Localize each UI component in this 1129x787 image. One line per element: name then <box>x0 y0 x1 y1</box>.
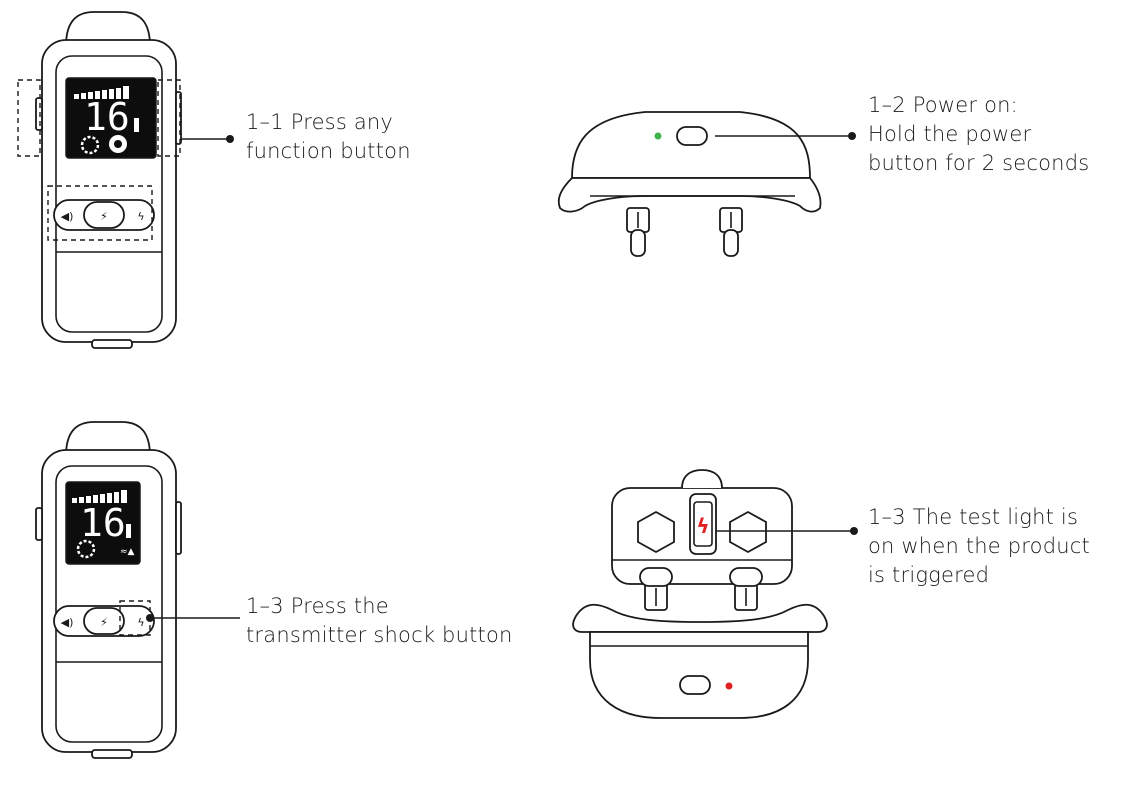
signal-icon: ≈▲ <box>120 547 135 557</box>
indicator-led <box>725 682 733 690</box>
gear-icon <box>76 539 96 559</box>
side-button-highlight-right <box>157 79 181 157</box>
collar-power-button <box>676 126 708 146</box>
caption-line: transmitter shock button <box>246 623 513 647</box>
lcd-display-value: 16 <box>80 501 126 545</box>
side-button-highlight-left <box>17 79 41 157</box>
front-buttons-highlight <box>47 185 153 241</box>
caption-line: button for 2 seconds <box>868 151 1090 175</box>
caption-line: 1–3 Press the <box>246 594 389 618</box>
remote-transmitter-bottom: 16 ≈▲ <box>35 421 182 759</box>
caption-1-3-test-light: 1–3 The test light is on when the produc… <box>868 503 1090 590</box>
lcd-display-value: 16 <box>84 95 130 139</box>
caption-line: 1–1 Press any <box>246 110 394 134</box>
remote-transmitter-top: 16 <box>35 11 182 349</box>
collar-power-button <box>679 675 711 695</box>
gear-icon <box>80 135 100 155</box>
shock-icon: ϟ <box>696 514 709 538</box>
caption-line: function button <box>246 139 411 163</box>
caption-line: is triggered <box>868 563 990 587</box>
function-button-bar <box>53 199 155 231</box>
function-button-bar <box>53 605 155 637</box>
collar-receiver-top <box>557 111 822 257</box>
caption-1-3-transmitter: 1–3 Press the transmitter shock button <box>246 592 513 650</box>
hexagon-contact <box>729 510 767 554</box>
collar-with-test-light: ϟ <box>572 469 828 719</box>
caption-line: Hold the power <box>868 122 1032 146</box>
caption-1-2: 1–2 Power on: Hold the power button for … <box>868 91 1089 178</box>
hexagon-contact <box>637 510 675 554</box>
caption-line: on when the product <box>868 534 1090 558</box>
caption-1-1: 1–1 Press any function button <box>246 108 411 166</box>
caption-line: 1–3 The test light is <box>868 505 1079 529</box>
power-led <box>654 132 662 140</box>
caption-line: 1–2 Power on: <box>868 93 1018 117</box>
